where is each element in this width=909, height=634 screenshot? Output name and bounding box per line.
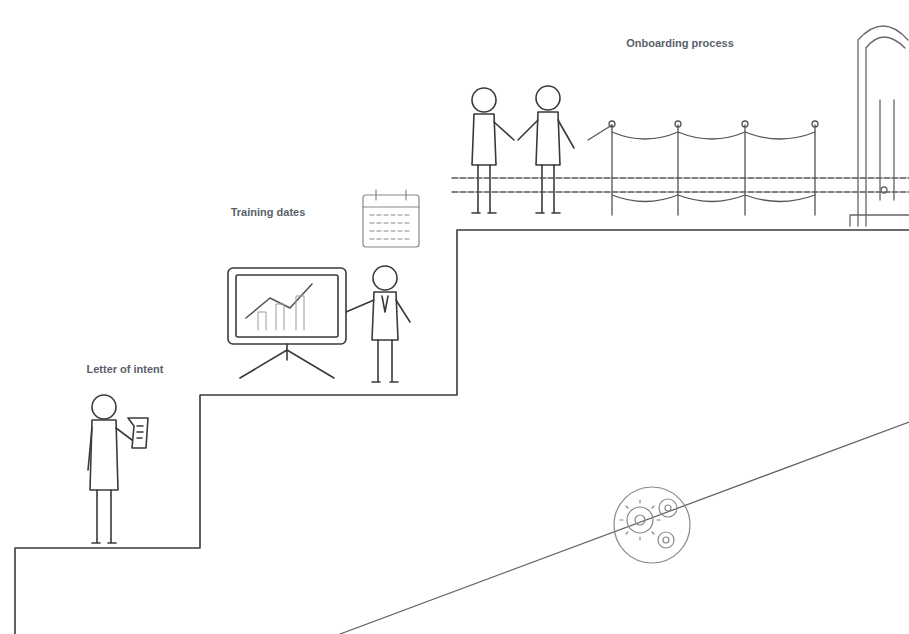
calendar-icon xyxy=(363,190,419,247)
person-figure xyxy=(88,395,148,543)
easel-chart xyxy=(228,268,346,378)
step-label: Onboarding process xyxy=(626,37,734,50)
presenter-figure xyxy=(346,266,410,382)
letter-paper xyxy=(128,418,148,448)
handshake-figures xyxy=(472,86,574,213)
ramp-line xyxy=(340,422,909,634)
step-label: Letter of intent xyxy=(87,363,164,376)
gear-icon xyxy=(614,487,690,563)
stair-outline xyxy=(15,230,909,634)
doorway-arch xyxy=(850,26,909,226)
step-label: Training dates xyxy=(231,206,306,219)
railing xyxy=(452,121,909,215)
